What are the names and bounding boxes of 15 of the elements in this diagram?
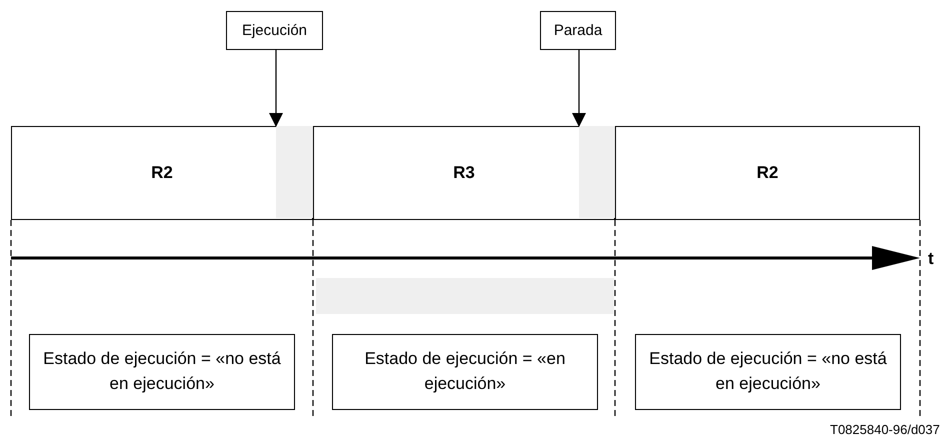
event-label-box: Ejecución [226, 11, 323, 50]
shaded-interval [579, 126, 615, 218]
state-box: Estado de ejecución = «en ejecución» [332, 334, 598, 410]
arrow [572, 50, 586, 127]
shaded-interval [316, 278, 614, 314]
interval-segment: R2 [615, 126, 920, 220]
state-box: Estado de ejecución = «no está en ejecución» [29, 334, 295, 410]
axis-label: t [928, 249, 934, 269]
figure-code: T0825840-96/d037 [830, 422, 940, 437]
shaded-interval [276, 126, 313, 218]
state-box: Estado de ejecución = «no está en ejecución» [635, 334, 901, 410]
interval-segment: R2 [11, 126, 313, 220]
event-label-box: Parada [540, 11, 616, 50]
arrow [269, 50, 283, 127]
interval-segment: R3 [313, 126, 615, 220]
